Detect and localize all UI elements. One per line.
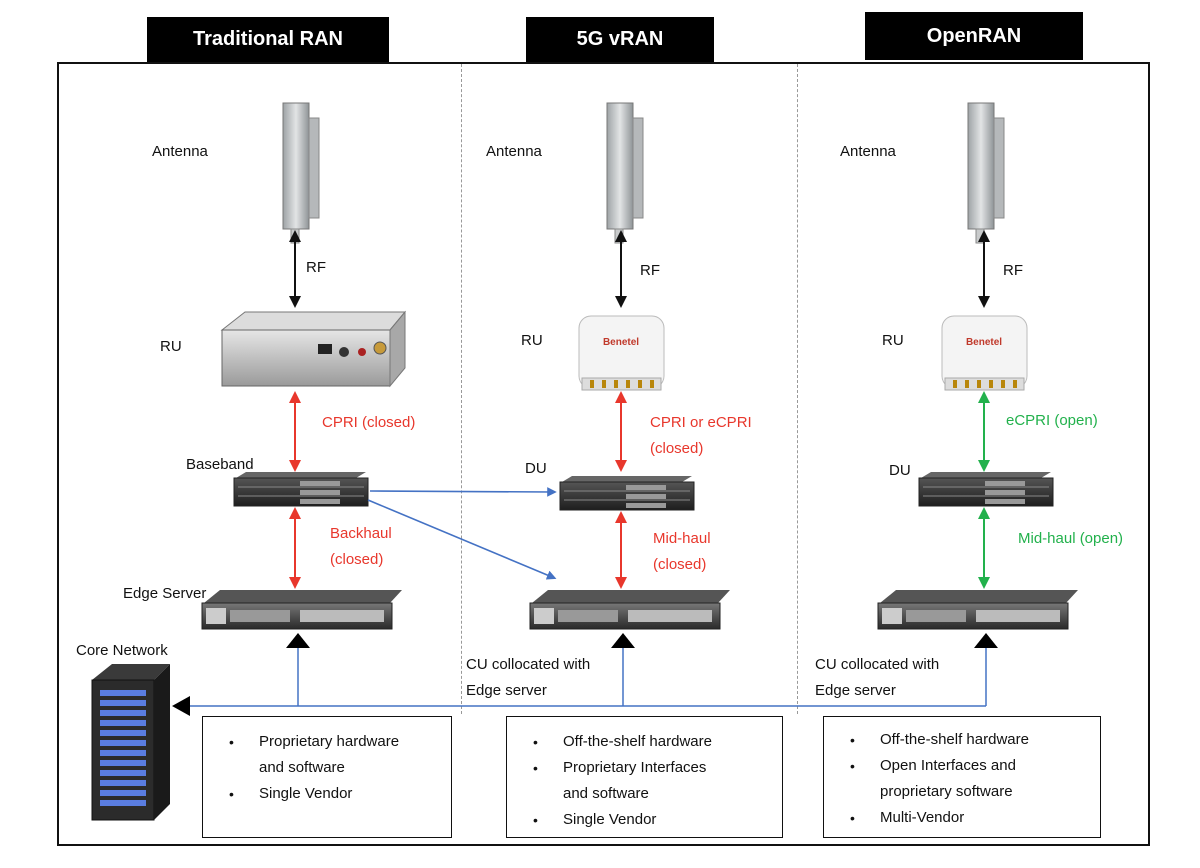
cu-edge-label-line2: Edge server — [466, 682, 547, 699]
cpri-ecpri-label: CPRI or eCPRI — [650, 414, 752, 431]
core-network-label: Core Network — [76, 642, 168, 659]
antenna-label: Antenna — [840, 143, 896, 160]
ru-box-icon — [220, 310, 407, 388]
cu-edge-label-line1: CU collocated with — [466, 656, 591, 673]
baseband-unit-icon — [233, 472, 369, 507]
antenna-icon — [282, 102, 320, 244]
cpri-closed-label: CPRI (closed) — [322, 414, 416, 431]
cu-edge-server-icon — [529, 590, 730, 630]
column-divider — [461, 64, 462, 714]
ru-brand-label: Benetel — [966, 337, 1002, 348]
midhaul-closed-label: (closed) — [653, 556, 707, 573]
up-triangle-marker — [974, 633, 998, 648]
rf-label: RF — [1003, 262, 1023, 279]
baseband-label: Baseband — [186, 456, 254, 473]
rf-label: RF — [306, 259, 326, 276]
ru-radio-icon: Benetel — [941, 315, 1028, 391]
up-triangle-marker — [286, 633, 310, 648]
cu-edge-label-line1: CU collocated with — [815, 656, 940, 673]
antenna-label: Antenna — [152, 143, 208, 160]
header-5g-vran: 5G vRAN — [526, 17, 714, 62]
core-network-server-icon — [91, 664, 170, 821]
evolution-arrow-to-cu — [367, 499, 557, 580]
antenna-icon — [967, 102, 1005, 244]
column-divider — [797, 64, 798, 714]
features-box-openran: •Off-the-shelf hardware •Open Interfaces… — [823, 716, 1101, 838]
ru-brand-label: Benetel — [603, 337, 639, 348]
midhaul-label: Mid-haul — [653, 530, 711, 547]
left-triangle-marker — [172, 696, 190, 716]
edge-server-label: Edge Server — [123, 585, 207, 602]
cu-edge-label-line2: Edge server — [815, 682, 896, 699]
backhaul-closed-label: (closed) — [330, 551, 384, 568]
ru-radio-icon: Benetel — [578, 315, 665, 391]
diagram-frame — [57, 62, 1150, 846]
midhaul-open-label: Mid-haul (open) — [1018, 530, 1124, 547]
du-unit-icon — [559, 476, 695, 511]
edge-server-icon — [201, 590, 402, 630]
features-box-5g-vran: •Off-the-shelf hardware •Proprietary Int… — [506, 716, 783, 838]
feature-item: •Off-the-shelf hardware — [533, 733, 712, 750]
up-triangle-marker — [611, 633, 635, 648]
cu-edge-server-icon — [877, 590, 1078, 630]
feature-item: •Single Vendor — [533, 811, 657, 828]
du-unit-icon — [918, 472, 1054, 507]
antenna-icon — [606, 102, 644, 244]
feature-item: •Single Vendor — [229, 785, 353, 802]
header-traditional-ran: Traditional RAN — [147, 17, 389, 62]
rf-label: RF — [640, 262, 660, 279]
ecpri-open-label: eCPRI (open) — [1006, 412, 1098, 429]
du-label: DU — [889, 462, 911, 479]
backhaul-label: Backhaul — [330, 525, 392, 542]
du-label: DU — [525, 460, 547, 477]
cpri-ecpri-closed-label: (closed) — [650, 440, 704, 457]
core-connection — [190, 641, 987, 707]
ru-label: RU — [882, 332, 904, 349]
header-openran: OpenRAN — [865, 12, 1083, 60]
feature-item: •Off-the-shelf hardware — [850, 731, 1029, 748]
antenna-label: Antenna — [486, 143, 542, 160]
feature-item: •Multi-Vendor — [850, 809, 965, 826]
ru-label: RU — [521, 332, 543, 349]
ru-label: RU — [160, 338, 182, 355]
evolution-arrow-to-du — [369, 487, 557, 497]
